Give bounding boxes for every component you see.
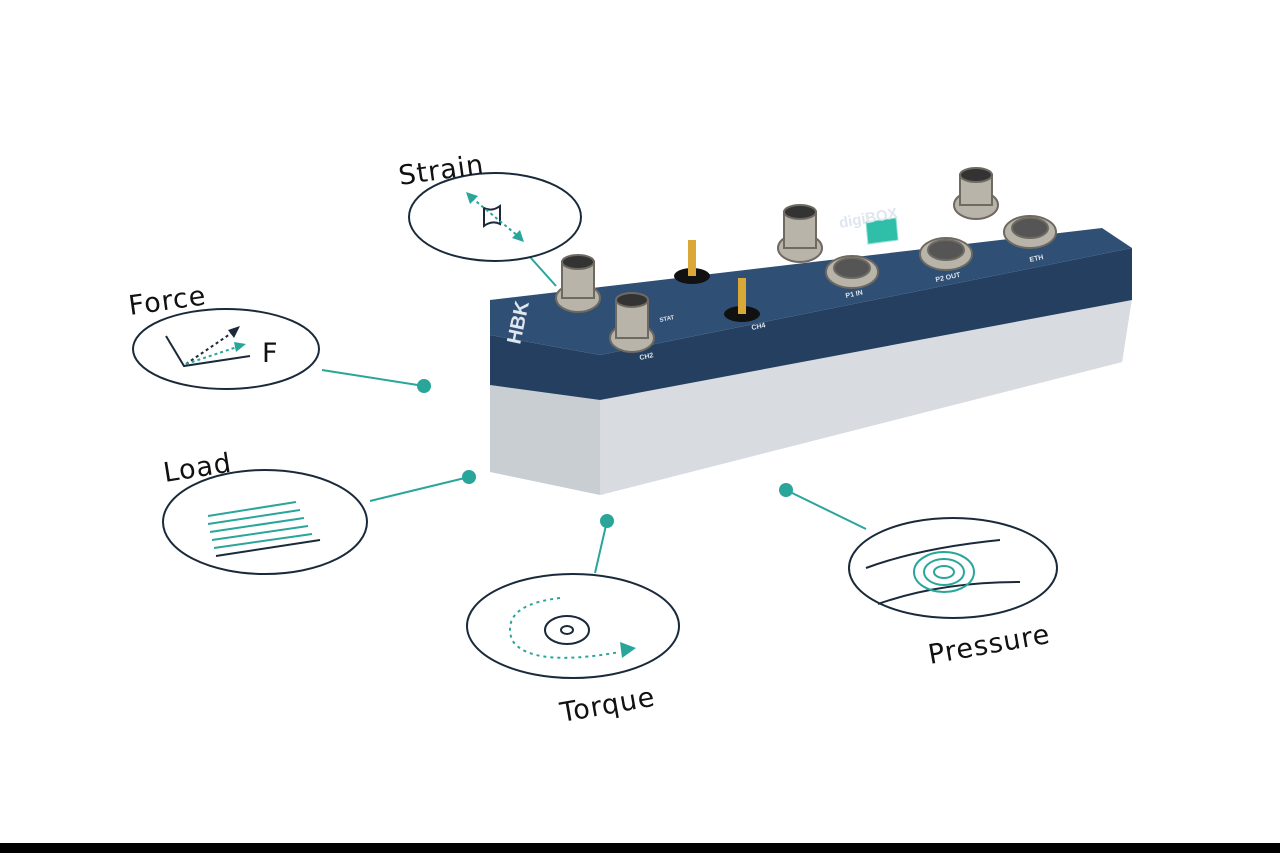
device-lid-side <box>490 248 1132 400</box>
torque-callout: Torque <box>466 573 680 729</box>
pressure-callout: Pressure <box>848 517 1058 671</box>
status-label: STAT <box>659 315 675 324</box>
load-circle <box>162 469 368 575</box>
force-symbol: F <box>262 338 279 369</box>
port-label: CH2 <box>639 352 654 362</box>
force-circle <box>132 308 320 390</box>
load-connector <box>369 476 470 502</box>
torque-dot <box>600 514 614 528</box>
port-label: ETH <box>1029 254 1044 264</box>
bottom-bar <box>0 843 1280 853</box>
force-vector-icon <box>165 326 251 368</box>
connector-ports <box>555 167 1057 353</box>
pressure-rings-icon <box>865 539 1021 605</box>
pressure-circle <box>848 517 1058 619</box>
force-connector <box>321 369 425 387</box>
port-label: P1 IN <box>845 289 864 299</box>
force-dot <box>417 379 431 393</box>
pressure-connector <box>785 489 867 530</box>
force-callout: F Force <box>127 280 320 390</box>
port-label: CH4 <box>751 322 766 332</box>
sma-connectors <box>674 240 760 322</box>
torque-connector <box>594 520 608 574</box>
strain-circle <box>408 172 582 262</box>
strain-callout: Strain <box>397 149 582 262</box>
load-lines-icon <box>207 501 321 557</box>
torque-circle <box>466 573 680 679</box>
strain-icon <box>466 192 524 242</box>
pressure-label: Pressure <box>926 619 1053 671</box>
connectors <box>321 256 867 574</box>
status-display <box>865 217 899 245</box>
strain-label: Strain <box>397 149 486 192</box>
strain-connector <box>529 256 557 287</box>
pressure-dot <box>779 483 793 497</box>
torque-rotation-icon <box>509 597 636 659</box>
load-label: Load <box>161 448 234 489</box>
load-callout: Load <box>161 448 368 575</box>
force-label: Force <box>127 280 209 322</box>
load-dot <box>462 470 476 484</box>
torque-label: Torque <box>557 682 658 729</box>
digibox-device: HBK digiBOX CH2 CH4 P1 IN P2 OUT ETH STA… <box>490 167 1132 495</box>
